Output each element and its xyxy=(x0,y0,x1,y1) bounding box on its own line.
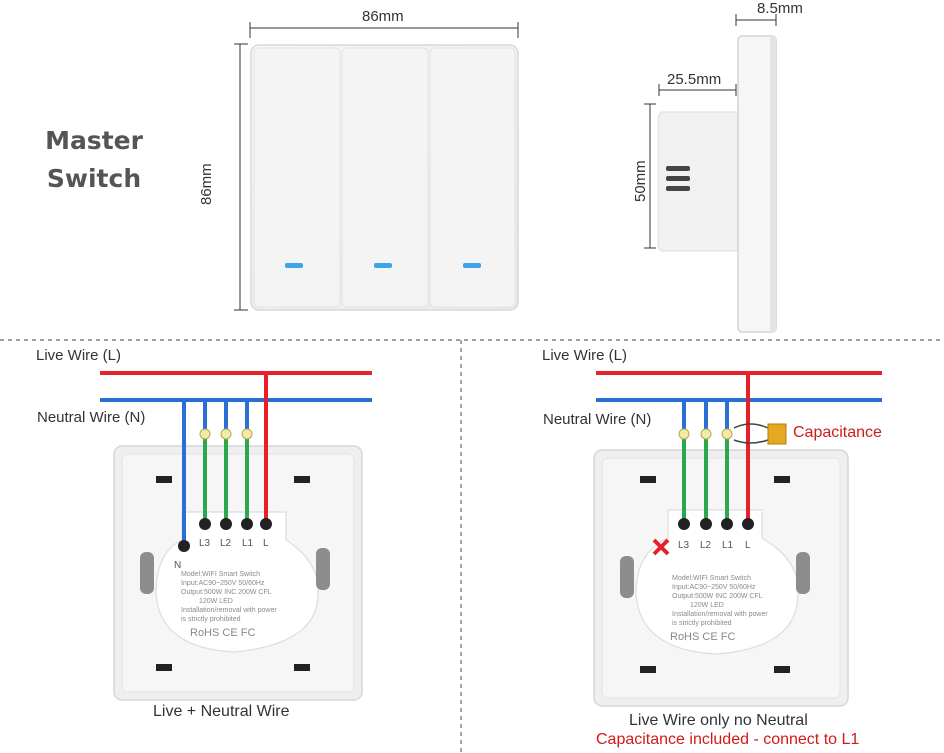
plate-line: 120W LED xyxy=(199,598,233,605)
plate-line: Model:WIFI Smart Switch xyxy=(672,575,751,582)
left-plate-label: Model:WIFI Smart Switch Input:AC90~250V … xyxy=(181,570,311,624)
cert-marks: RoHS CE FC xyxy=(190,627,255,639)
right-wiring-diagram: L3 L2 L1 L RoHS CE FC xyxy=(593,371,882,707)
load-bulb xyxy=(199,428,211,440)
terminal-label-l1: L1 xyxy=(242,538,254,549)
side-clip xyxy=(140,552,154,594)
led-indicator-2 xyxy=(374,263,392,268)
terminal-label-l2: L2 xyxy=(220,538,232,549)
right-neutral-wire-label: Neutral Wire (N) xyxy=(543,411,652,428)
no-neutral-cross-icon xyxy=(652,538,670,556)
mount-slot xyxy=(774,476,790,483)
vent-slot-3 xyxy=(666,186,690,191)
left-caption: Live + Neutral Wire xyxy=(153,703,290,720)
switch-side-view xyxy=(657,35,777,333)
plate-line: is strictly prohibited xyxy=(672,620,732,627)
side-clip xyxy=(620,556,634,598)
terminal-label-l: L xyxy=(263,538,269,549)
plate-line: Installation/removal with power xyxy=(181,607,277,614)
right-caption-line1: Live Wire only no Neutral xyxy=(629,712,808,729)
terminal-label-n: N xyxy=(174,560,181,571)
plate-line: Output:500W INC 200W CFL xyxy=(672,593,763,600)
terminal-label-l: L xyxy=(745,540,751,551)
title: Master Switch xyxy=(30,122,158,198)
plate-line: Input:AC90~250V 50/60Hz xyxy=(181,580,265,587)
vent-slot-1 xyxy=(666,166,690,171)
terminal-label-l3: L3 xyxy=(678,540,690,551)
right-plate-label: Model:WIFI Smart Switch Input:AC90~250V … xyxy=(672,574,802,628)
mount-slot xyxy=(640,666,656,673)
mount-slot xyxy=(774,666,790,673)
capacitor xyxy=(767,423,787,445)
width-dimension: 86mm xyxy=(362,8,404,25)
cert-marks: RoHS CE FC xyxy=(670,631,735,643)
load-bulb xyxy=(721,428,733,440)
terminal-label-l2: L2 xyxy=(700,540,712,551)
depth-total-dimension: 8.5mm xyxy=(757,0,803,17)
title-line1: Master xyxy=(45,126,143,155)
load-bulb xyxy=(220,428,232,440)
terminal-label-l3: L3 xyxy=(199,538,211,549)
plate-line: Installation/removal with power xyxy=(672,611,768,618)
depth-box-dimension: 25.5mm xyxy=(667,71,722,88)
right-live-wire-label: Live Wire (L) xyxy=(542,347,628,364)
mount-slot xyxy=(294,664,310,671)
terminal-label-l1: L1 xyxy=(722,540,734,551)
switch-front-view xyxy=(250,44,519,311)
plate-line: Output:500W INC 200W CFL xyxy=(181,589,272,596)
title-line2: Switch xyxy=(46,164,142,193)
load-bulb xyxy=(678,428,690,440)
side-clip xyxy=(796,552,810,594)
left-wiring-diagram: L3 L2 L1 L N RoHS CE FC xyxy=(100,371,372,701)
plate-line: is strictly prohibited xyxy=(181,616,241,623)
mount-slot xyxy=(156,476,172,483)
plate-line: 120W LED xyxy=(690,602,724,609)
load-bulb xyxy=(700,428,712,440)
mount-slot xyxy=(294,476,310,483)
left-neutral-wire-label: Neutral Wire (N) xyxy=(37,409,146,426)
front-view-dimensions xyxy=(234,14,777,311)
led-indicator-3 xyxy=(463,263,481,268)
capacitance-label: Capacitance xyxy=(793,424,882,441)
plate-line: Model:WIFI Smart Switch xyxy=(181,571,260,578)
mount-slot xyxy=(156,664,172,671)
left-live-wire-label: Live Wire (L) xyxy=(36,347,122,364)
mount-slot xyxy=(640,476,656,483)
load-bulb xyxy=(241,428,253,440)
right-caption-line2: Capacitance included - connect to L1 xyxy=(596,731,860,748)
side-clip xyxy=(316,548,330,590)
plate-line: Input:AC90~250V 50/60Hz xyxy=(672,584,756,591)
vent-slot-2 xyxy=(666,176,690,181)
led-indicator-1 xyxy=(285,263,303,268)
